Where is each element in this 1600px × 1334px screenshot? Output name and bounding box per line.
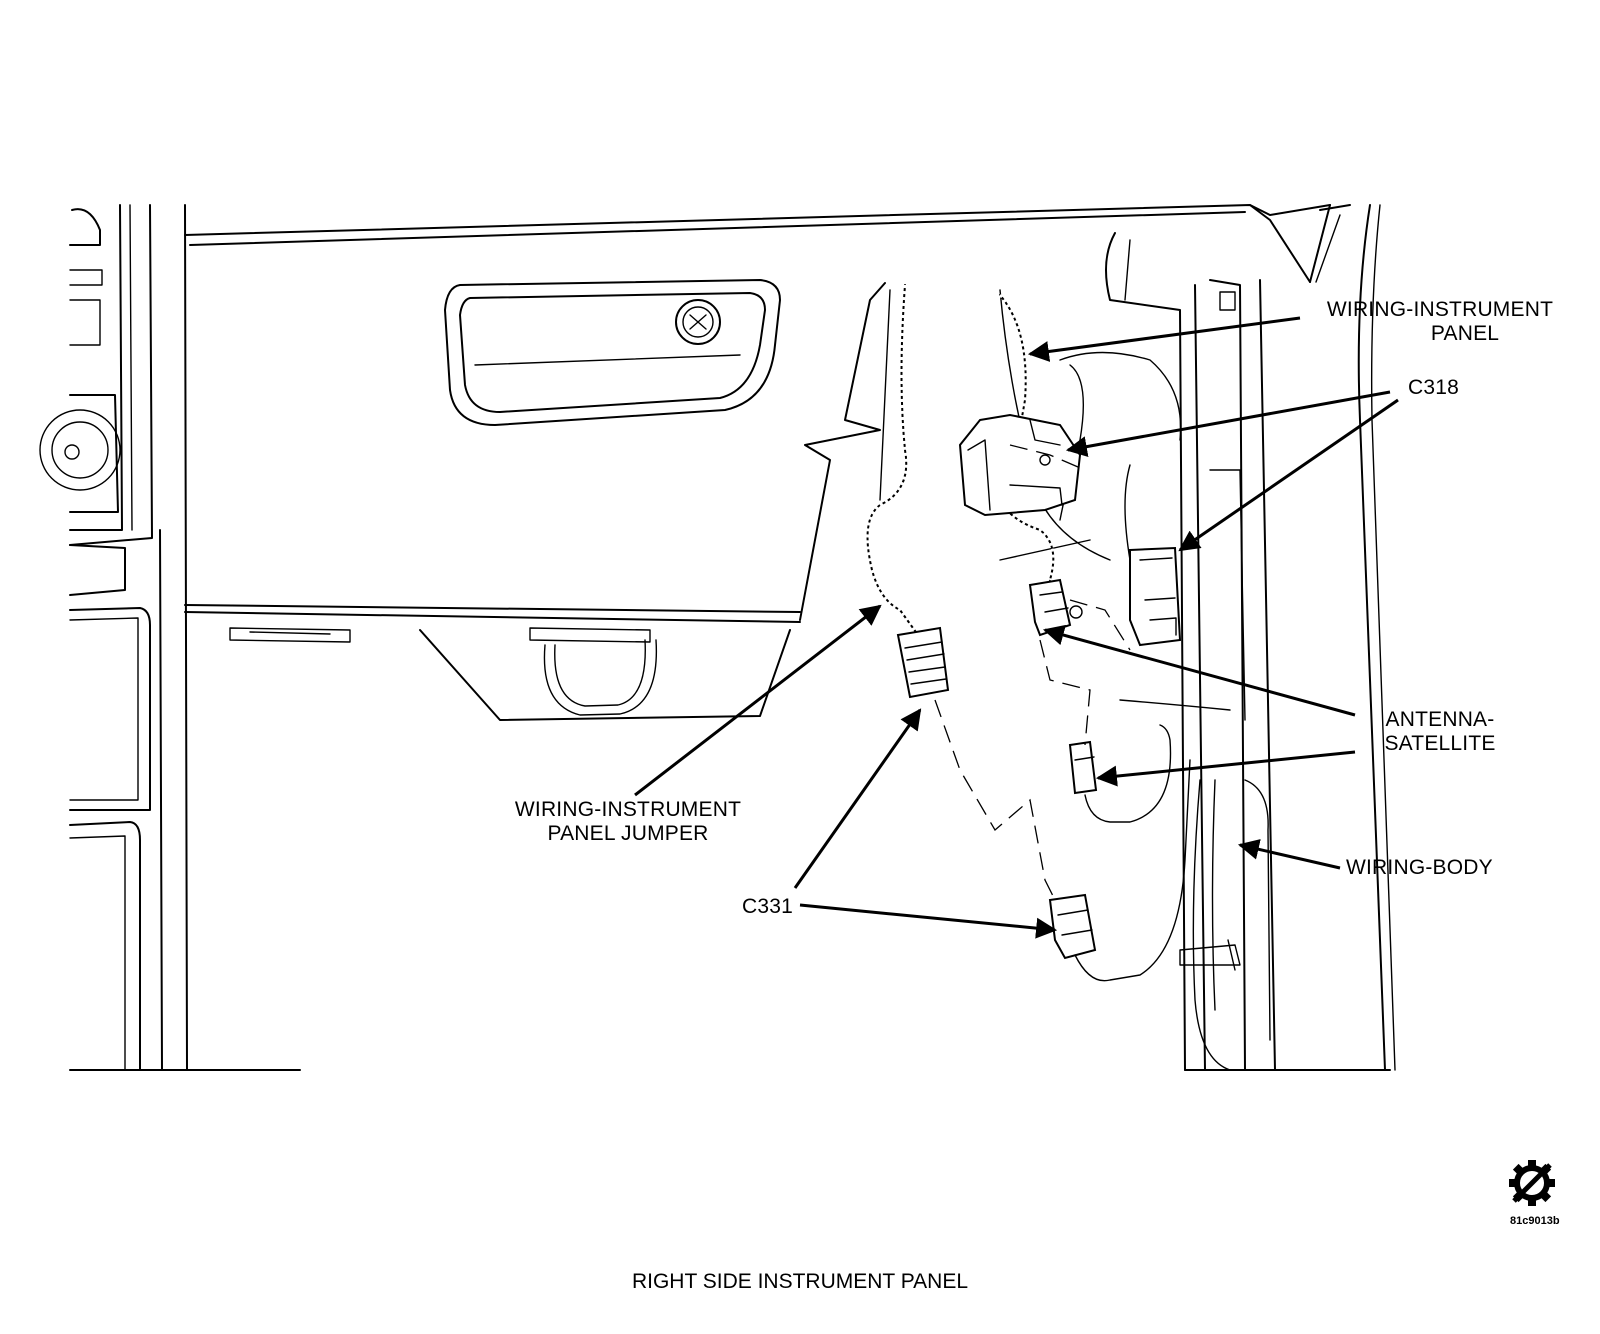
figure-reference-code: 81c9013b: [1510, 1215, 1560, 1227]
leader-c331-b: [799, 903, 1058, 939]
leader-wiring-ip: [1027, 316, 1301, 362]
label-wiring-instrument-panel: WIRING-INSTRUMENT PANEL: [1320, 298, 1560, 346]
label-wiring-ip-line2: PANEL: [1430, 322, 1500, 345]
figure-caption: RIGHT SIDE INSTRUMENT PANEL: [631, 1270, 969, 1293]
label-antenna-line2: SATELLITE: [1384, 732, 1496, 755]
ip-jumper-harness: [865, 284, 950, 699]
label-c318: C318: [1408, 376, 1460, 399]
leader-c318-b: [1178, 398, 1399, 552]
antenna-satellite-connectors: [1028, 578, 1191, 982]
label-ip-jumper-line1: WIRING-INSTRUMENT: [514, 798, 742, 821]
label-c331: C331: [742, 895, 794, 918]
dashed-routing: [934, 444, 1131, 901]
center-stack: [39, 204, 301, 1071]
label-wiring-body: WIRING-BODY: [1346, 856, 1493, 879]
label-antenna-satellite: ANTENNA- SATELLITE: [1360, 708, 1520, 756]
label-wiring-ip-jumper: WIRING-INSTRUMENT PANEL JUMPER: [502, 798, 754, 846]
leader-antenna-b: [1095, 750, 1356, 787]
dashboard-glovebox: [184, 204, 1341, 721]
leader-wiring-body: [1237, 839, 1341, 870]
leader-antenna-a: [1042, 624, 1356, 717]
callout-leaders: [634, 316, 1399, 939]
label-antenna-line1: ANTENNA-: [1385, 708, 1495, 731]
leader-ip-jumper: [634, 604, 882, 797]
kick-panel: [799, 204, 1396, 1071]
leader-c331-a: [793, 708, 922, 889]
label-wiring-ip-line1: WIRING-INSTRUMENT: [1326, 298, 1554, 321]
gear-slash-icon: [1509, 1160, 1555, 1206]
leader-c318-a: [1065, 390, 1391, 457]
label-ip-jumper-line2: PANEL JUMPER: [547, 822, 709, 845]
c318-connectors: [958, 413, 1182, 647]
